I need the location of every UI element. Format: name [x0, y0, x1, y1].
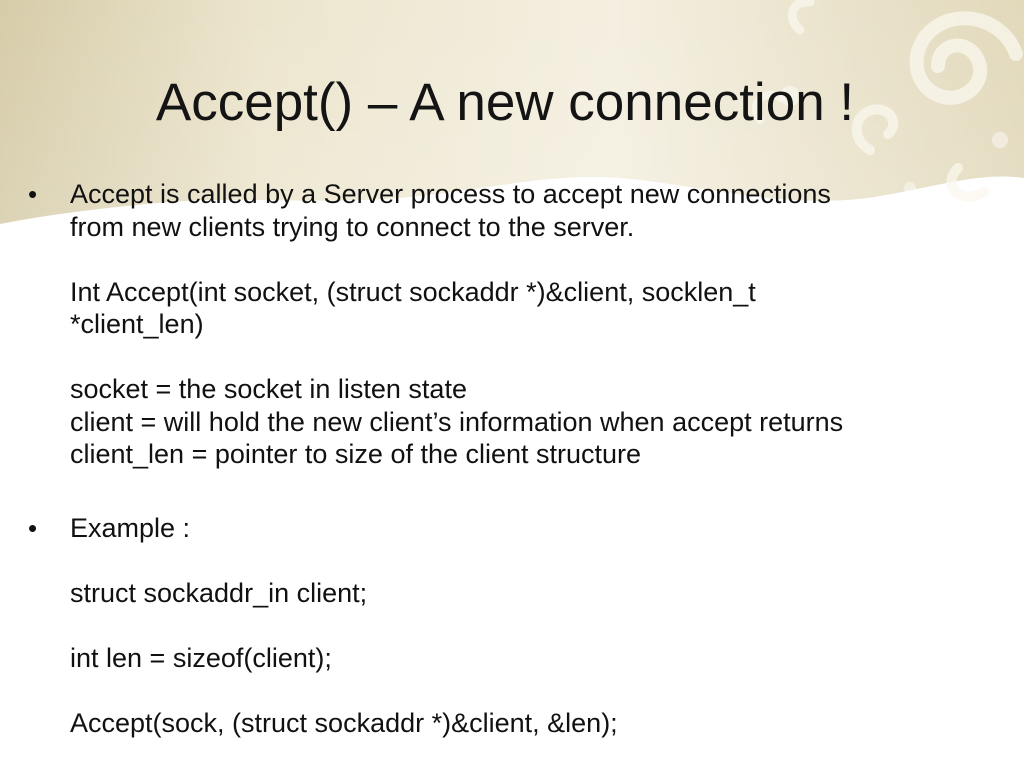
swirl-decoration — [0, 0, 1024, 224]
function-signature-line: *client_len) — [70, 309, 204, 339]
bullet-example: • Example : struct sockaddr_in client; i… — [28, 512, 1008, 740]
text-line: from new clients trying to connect to th… — [70, 211, 635, 242]
slide-body: • Accept is called by a Server process t… — [28, 178, 1008, 739]
function-signature-line: Int Accept(int socket, (struct sockaddr … — [70, 276, 756, 307]
slide-title: Accept() – A new connection ! — [155, 73, 855, 132]
bullet-accept-description: • Accept is called by a Server process t… — [28, 178, 1008, 471]
parameter-description: client_len = pointer to size of the clie… — [70, 439, 642, 469]
example-heading: Example : — [70, 512, 191, 543]
parameter-description: client = will hold the new client’s info… — [70, 406, 844, 437]
code-line: struct sockaddr_in client; — [70, 577, 368, 608]
code-line: Accept(sock, (struct sockaddr *)&client,… — [70, 707, 618, 738]
bullet-marker: • — [28, 512, 38, 543]
parameter-description: socket = the socket in listen state — [70, 374, 467, 404]
text-line: Accept is called by a Server process to … — [70, 179, 831, 209]
header-band — [0, 0, 1024, 235]
bullet-marker: • — [28, 179, 38, 209]
code-line: int len = sizeof(client); — [70, 642, 332, 673]
